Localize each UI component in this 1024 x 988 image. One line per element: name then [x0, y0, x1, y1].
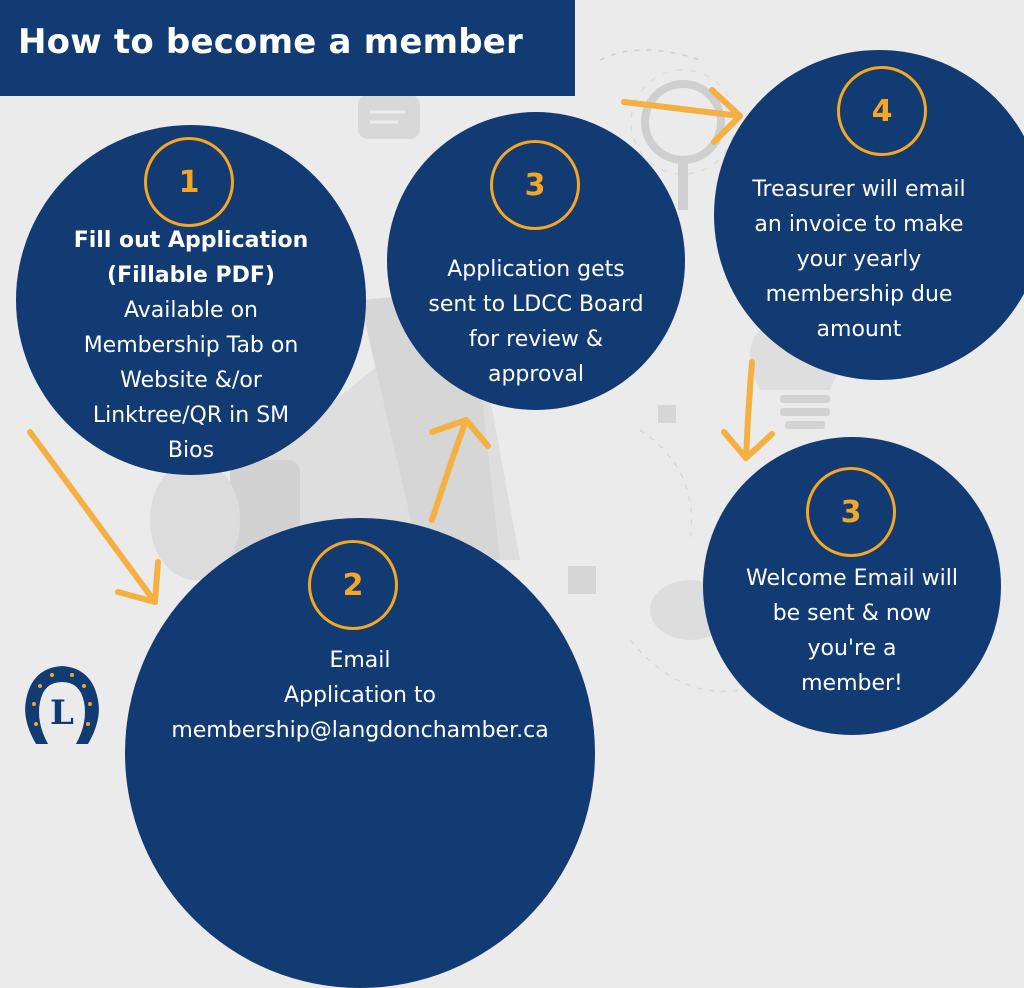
step-1-line-5: Bios [167, 438, 215, 463]
step-1-circle: 1 Fill out Application (Fillable PDF) Av… [16, 125, 366, 475]
step-4-line-1: Treasurer will email [752, 177, 966, 202]
step-4-line-2: an invoice to make [754, 212, 964, 237]
step-3-line-1: Application gets [447, 257, 625, 282]
step-5-line-4: member! [801, 671, 903, 696]
step-1-line-3: Website &/or [120, 368, 262, 393]
step-5-line-2: be sent & now [772, 601, 932, 626]
step-4-line-4: membership due [765, 282, 953, 307]
step-4-number: 4 [837, 66, 927, 156]
step-2-circle: 2 Email Application to membership@langdo… [125, 518, 595, 988]
step-1-number: 1 [144, 137, 234, 227]
step-5-line-3: you're a [807, 636, 897, 661]
step-2-email: membership@langdonchamber.ca [171, 718, 549, 743]
horseshoe-logo-icon: L [25, 666, 99, 744]
step-4-line-3: your yearly [796, 247, 922, 272]
step-4-line-5: amount [816, 317, 902, 342]
step-2-line-1: Email [329, 648, 391, 673]
step-1-line-1: Available on [124, 298, 258, 323]
step-5-line-1: Welcome Email will [746, 566, 958, 591]
step-5-number: 3 [806, 467, 896, 557]
step-3-circle: 3 Application gets sent to LDCC Board fo… [387, 112, 685, 410]
step-1-title-line-1: Fill out Application [73, 228, 309, 253]
step-3-line-4: approval [487, 362, 585, 387]
title-banner: How to become a member [0, 0, 575, 96]
step-1-title-line-2: (Fillable PDF) [107, 263, 275, 288]
step-5-circle: 3 Welcome Email will be sent & now you'r… [703, 437, 1001, 735]
step-1-line-4: Linktree/QR in SM [92, 403, 290, 428]
logo-letter: L [50, 693, 74, 733]
step-3-number: 3 [490, 140, 580, 230]
step-2-line-2: Application to [283, 683, 436, 708]
step-1-line-2: Membership Tab on [83, 333, 299, 358]
step-4-circle: 4 Treasurer will email an invoice to mak… [714, 50, 1024, 380]
step-3-line-2: sent to LDCC Board [428, 292, 644, 317]
page-title: How to become a member [18, 22, 524, 62]
step-3-line-3: for review & [468, 327, 604, 352]
step-2-number: 2 [308, 540, 398, 630]
